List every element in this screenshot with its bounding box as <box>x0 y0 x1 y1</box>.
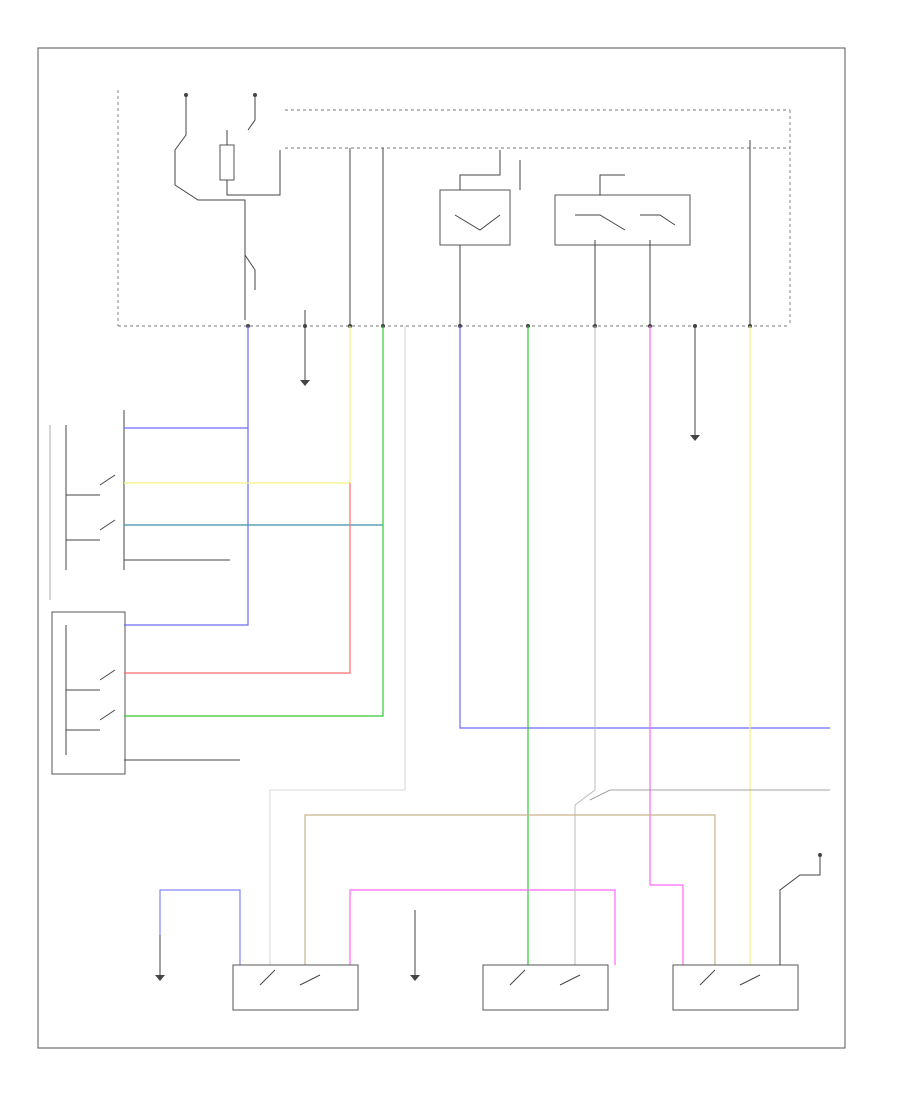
wire-green-a <box>124 326 384 717</box>
wire-red <box>124 483 351 674</box>
wire-yellow-a <box>124 326 351 484</box>
top-left-relay <box>174 93 281 320</box>
wire-blue-b <box>124 428 249 626</box>
right-side-fuse <box>779 853 822 965</box>
wire-dark-b <box>589 789 830 801</box>
ground-symbol-d <box>410 910 420 981</box>
ground-symbol-a <box>300 326 310 386</box>
relay-left <box>439 150 521 326</box>
motor-right-rear <box>672 964 799 1011</box>
wire-pink-a <box>649 326 684 965</box>
wire-tan <box>304 814 716 965</box>
junction-box <box>117 90 791 327</box>
wire-gray <box>574 326 596 965</box>
motor-passenger <box>232 964 359 1011</box>
wire-gray-b <box>269 326 406 965</box>
relay-right <box>554 140 751 326</box>
motor-left-rear <box>482 964 609 1011</box>
wire-blue-d <box>159 889 241 965</box>
ground-symbol-c <box>155 935 165 981</box>
lh-master-switch <box>49 410 230 600</box>
colored-wires <box>124 326 830 965</box>
ground-symbol-b <box>690 326 700 441</box>
wire-pink-b <box>349 889 616 965</box>
wire-blue-c <box>459 326 830 729</box>
diagram-frame <box>37 47 846 1049</box>
wire-blue-a <box>124 326 249 429</box>
top-feed-wires <box>304 148 384 326</box>
passenger-door-switch <box>51 611 240 775</box>
